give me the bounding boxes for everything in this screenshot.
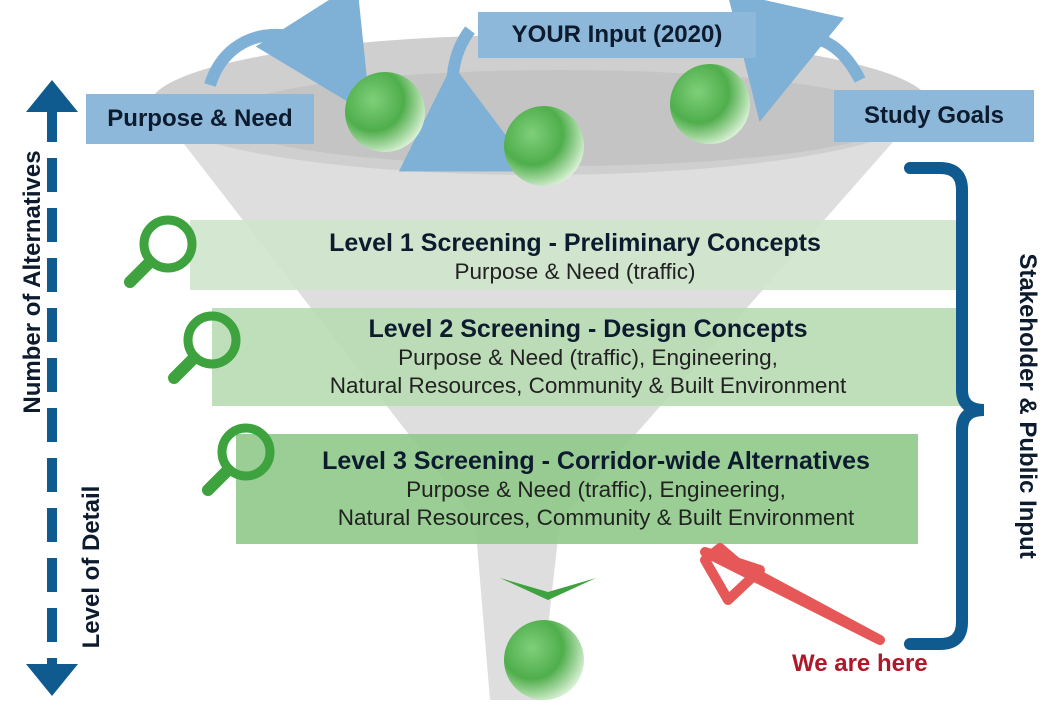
input-ball-3 [670,64,750,144]
input-ball-2 [504,106,584,186]
level-3-criteria-2: Natural Resources, Community & Built Env… [337,505,855,530]
level-1-criteria-1: Purpose & Need (traffic) [454,259,696,284]
number-of-alternatives-label: Number of Alternatives [19,150,46,414]
chevron-down-icon [500,578,596,600]
level-2-text: Level 2 Screening - Design Concepts Purp… [212,314,964,400]
level-3-text: Level 3 Screening - Corridor-wide Altern… [236,446,956,532]
your-input-label: YOUR Input (2020) [478,12,756,58]
stakeholder-brace [904,162,985,650]
we-are-here-label: We are here [792,650,928,677]
arrow-your-input [398,26,533,172]
level-1-text: Level 1 Screening - Preliminary Concepts… [190,228,960,286]
level-2-box [212,308,964,406]
magnifier-icon-2 [168,311,241,384]
arrow-study-goals [727,0,866,122]
we-are-here-arrow [700,543,885,645]
purpose-need-label: Purpose & Need [86,94,314,144]
level-1-box [190,220,960,290]
output-ball [504,620,584,700]
level-2-title: Level 2 Screening - Design Concepts [368,315,808,343]
level-of-detail-label: Level of Detail [78,485,105,649]
stakeholder-public-input-label: Stakeholder & Public Input [1014,253,1041,559]
level-1-title: Level 1 Screening - Preliminary Concepts [329,229,821,257]
input-ball-1 [345,72,425,152]
magnifier-icon-1 [124,215,197,288]
magnifier-icon-3 [202,423,275,496]
level-2-criteria-1: Purpose & Need (traffic), Engineering, [398,345,778,370]
arrow-purpose-need [204,0,371,116]
level-2-criteria-2: Natural Resources, Community & Built Env… [329,373,847,398]
level-3-box [236,434,918,544]
level-3-title: Level 3 Screening - Corridor-wide Altern… [322,447,870,475]
detail-axis-arrow [26,80,78,696]
study-goals-label: Study Goals [834,90,1034,142]
level-3-criteria-1: Purpose & Need (traffic), Engineering, [406,477,786,502]
